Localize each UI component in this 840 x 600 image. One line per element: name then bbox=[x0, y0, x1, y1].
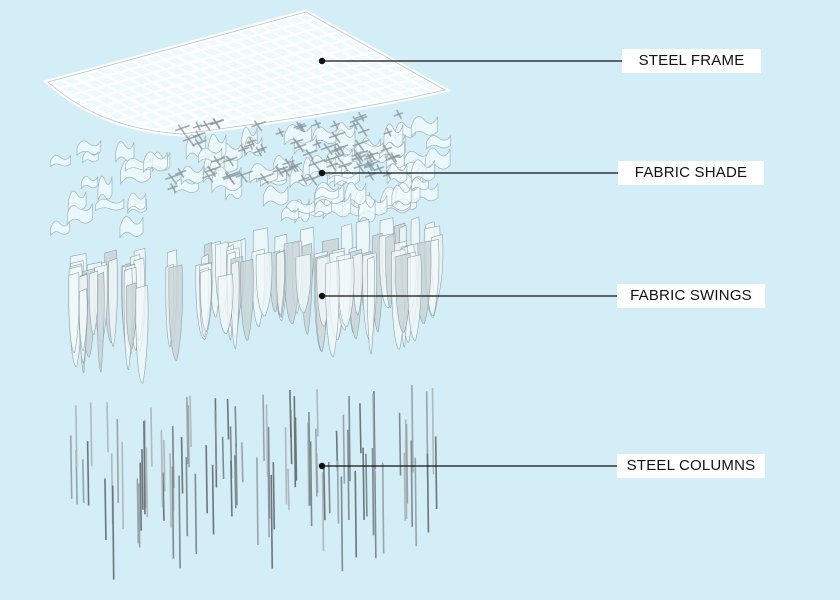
steel-columns-label: STEEL COLUMNS bbox=[617, 454, 765, 478]
leader-dot-fabric-swings bbox=[318, 292, 326, 300]
leader-dot-steel-frame bbox=[318, 57, 326, 65]
steel-columns-layer bbox=[69, 385, 438, 580]
fabric-shade-layer bbox=[49, 109, 451, 239]
steel-frame-layer bbox=[42, 9, 452, 137]
leader-dot-steel-columns bbox=[318, 462, 326, 470]
fabric-shade-label: FABRIC SHADE bbox=[618, 161, 764, 185]
fabric-swings-layer bbox=[68, 216, 444, 384]
leader-dot-fabric-shade bbox=[318, 169, 326, 177]
fabric-swings-label: FABRIC SWINGS bbox=[617, 284, 765, 308]
steel-frame-label: STEEL FRAME bbox=[622, 49, 761, 73]
